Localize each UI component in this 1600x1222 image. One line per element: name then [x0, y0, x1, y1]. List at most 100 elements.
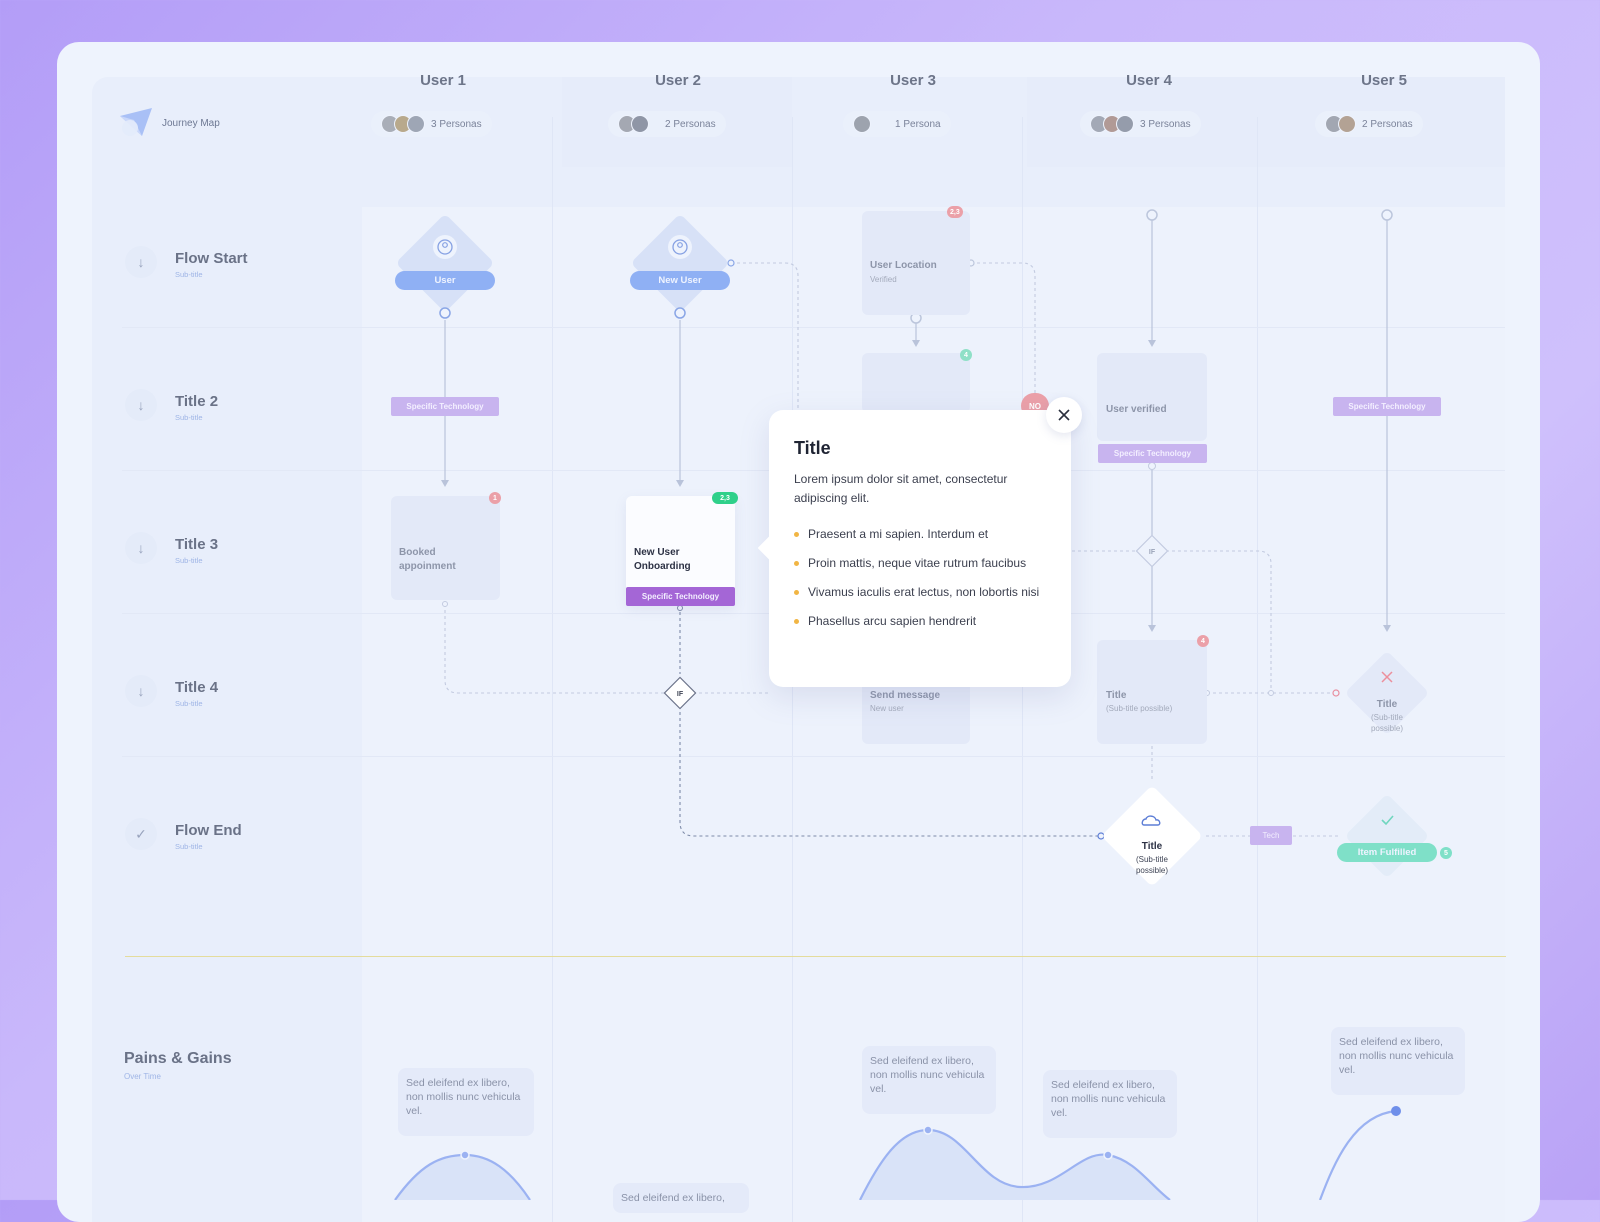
avatar-group	[381, 115, 425, 133]
badge-count: 1	[489, 492, 501, 504]
curve-point[interactable]	[923, 1125, 933, 1135]
arrow-down-icon: ↓	[125, 389, 157, 421]
node-subtitle: (Sub-title possible)	[1135, 855, 1168, 875]
avatar-group	[1090, 115, 1134, 133]
list-item: Phasellus arcu sapien hendrerit	[794, 614, 1044, 629]
row-subtitle: Sub-title	[175, 413, 203, 422]
node-user[interactable]: User	[395, 271, 495, 290]
node-title: New User Onboarding	[634, 547, 691, 572]
app-title: Journey Map	[162, 117, 220, 129]
avatar-group	[1325, 115, 1356, 133]
node-title: User Location	[870, 260, 937, 271]
arrow-down-icon: ↓	[125, 532, 157, 564]
row-title: Flow Start	[175, 250, 248, 267]
badge-count: 2,3	[947, 206, 963, 218]
row-divider	[122, 327, 1505, 328]
annotation-note: Sed eleifend ex libero, non mollis nunc …	[1043, 1070, 1177, 1138]
node-detail-popup: Title Lorem ipsum dolor sit amet, consec…	[769, 410, 1071, 687]
close-icon	[1058, 409, 1070, 421]
node-item-fulfilled[interactable]: Item Fulfilled	[1337, 843, 1437, 862]
node-title[interactable]: Title	[1376, 699, 1398, 710]
cloud-icon	[1141, 815, 1161, 826]
arrow-down-icon: ↓	[125, 246, 157, 278]
arrow-head	[912, 340, 920, 347]
persona-count: 2 Personas	[1362, 118, 1413, 130]
user-circle-icon	[668, 235, 692, 259]
cloud-diamond	[1103, 787, 1201, 885]
tech-tag[interactable]: Specific Technology	[1098, 444, 1207, 463]
badge-count: 4	[960, 349, 972, 361]
app-logo[interactable]: Journey Map	[118, 106, 220, 140]
connector-dot	[439, 307, 451, 319]
avatar	[631, 115, 649, 133]
persona-selector-user-5[interactable]: 2 Personas	[1315, 111, 1423, 137]
if-decision-diamond[interactable]: IF	[1135, 534, 1169, 568]
list-item: Vivamus iaculis erat lectus, non loborti…	[794, 585, 1044, 600]
node-title: User verified	[1106, 404, 1167, 415]
arrow-head	[1148, 340, 1156, 347]
avatar	[1116, 115, 1134, 133]
popup-description: Lorem ipsum dolor sit amet, consectetur …	[794, 472, 1008, 505]
persona-selector-user-2[interactable]: 2 Personas	[608, 111, 726, 137]
failure-diamond	[1347, 653, 1427, 733]
pains-gains-title: Pains & Gains	[124, 1050, 232, 1067]
connector-dot	[1146, 209, 1158, 221]
node-title: Send message	[870, 690, 941, 701]
connector-dot	[1268, 690, 1274, 696]
avatar	[407, 115, 425, 133]
curve-point[interactable]	[1391, 1106, 1401, 1116]
x-icon	[1381, 671, 1393, 683]
if-label: IF	[1149, 549, 1156, 556]
row-subtitle: Sub-title	[175, 556, 203, 565]
row-divider	[122, 756, 1505, 757]
node-user-location[interactable]	[862, 211, 970, 315]
dashed-connector	[679, 712, 1101, 837]
arrow-down-icon: ↓	[125, 675, 157, 707]
tech-tag[interactable]: Specific Technology	[626, 587, 735, 606]
popup-close-button[interactable]	[1046, 397, 1082, 433]
if-label: IF	[677, 691, 684, 698]
avatar-group	[853, 115, 871, 133]
arrow-head	[1148, 625, 1156, 632]
column-title-user-5: User 5	[1361, 72, 1407, 89]
persona-selector-user-4[interactable]: 3 Personas	[1080, 111, 1201, 137]
popup-title: Title	[794, 438, 831, 458]
dashed-connector	[1166, 550, 1272, 693]
row-label-title-2: ↓ Title 2 Sub-title	[125, 389, 219, 422]
curve-point[interactable]	[460, 1150, 470, 1160]
arrow-head	[441, 480, 449, 487]
annotation-note: Sed eleifend ex libero, non mollis nunc …	[398, 1068, 534, 1136]
node-user-verified[interactable]	[1097, 353, 1207, 441]
node-title: Booked appoinment	[399, 547, 456, 572]
persona-selector-user-3[interactable]: 1 Persona	[843, 111, 951, 137]
tech-tag[interactable]: Tech	[1250, 826, 1292, 845]
node-title[interactable]: Title	[1141, 841, 1163, 852]
row-title: Title 2	[175, 393, 219, 410]
check-icon: ✓	[125, 818, 157, 850]
node-title-dollar[interactable]	[1097, 640, 1207, 744]
list-item: Proin mattis, neque vitae rutrum faucibu…	[794, 556, 1044, 571]
pains-gains-subtitle: Over Time	[124, 1072, 161, 1081]
persona-selector-user-1[interactable]: 3 Personas	[371, 111, 492, 137]
section-divider	[125, 956, 1506, 957]
connector-dot	[442, 601, 448, 607]
avatar	[853, 115, 871, 133]
column-title-user-4: User 4	[1126, 72, 1172, 89]
persona-count: 1 Persona	[895, 118, 941, 130]
if-decision-diamond[interactable]: IF	[663, 676, 697, 710]
node-subtitle: New user	[870, 704, 904, 713]
tech-tag[interactable]: Specific Technology	[391, 397, 499, 416]
tech-tag[interactable]: Specific Technology	[1333, 397, 1441, 416]
avatar-group	[618, 115, 649, 133]
dashed-connector	[444, 604, 667, 694]
node-user-security[interactable]	[862, 353, 970, 413]
node-booked-appointment[interactable]	[391, 496, 500, 600]
curve-point[interactable]	[1103, 1150, 1113, 1160]
badge-count: 5	[1440, 847, 1452, 859]
user-circle-icon	[433, 235, 457, 259]
node-new-user[interactable]: New User	[630, 271, 730, 290]
